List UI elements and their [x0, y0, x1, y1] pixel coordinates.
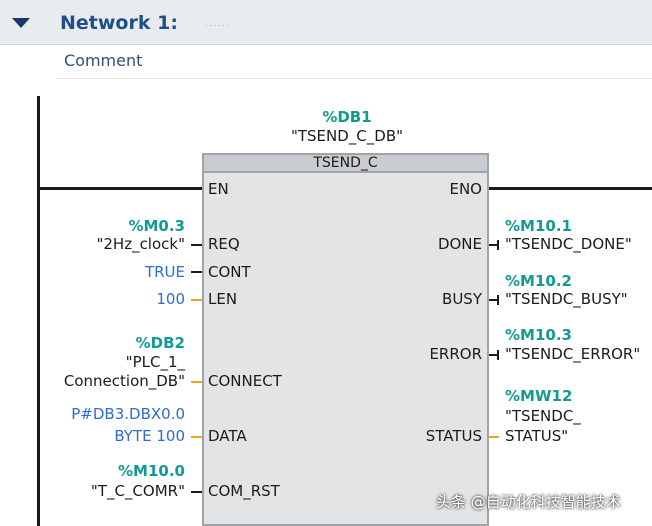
instance-db-address[interactable]: %DB1 — [322, 108, 372, 126]
pin-len[interactable]: LEN — [208, 290, 238, 308]
pin-connect[interactable]: CONNECT — [208, 372, 282, 390]
pin-busy[interactable]: BUSY — [442, 290, 482, 308]
pin-done[interactable]: DONE — [437, 235, 482, 253]
pin-cont[interactable]: CONT — [208, 263, 251, 281]
req-operand-name[interactable]: "2Hz_clock" — [96, 235, 185, 253]
pin-en[interactable]: EN — [208, 180, 229, 198]
len-connector — [191, 299, 202, 301]
com-rst-connector — [191, 491, 202, 493]
error-coil-tick — [497, 350, 499, 360]
done-coil-tick — [497, 240, 499, 250]
data-connector — [191, 436, 202, 438]
error-operand-name[interactable]: "TSENDC_ERROR" — [505, 345, 641, 363]
status-operand-name-line2[interactable]: STATUS" — [505, 427, 569, 445]
com-rst-operand-address[interactable]: %M10.0 — [118, 462, 185, 480]
instance-db-name[interactable]: "TSEND_C_DB" — [290, 127, 404, 145]
status-connector — [489, 436, 499, 438]
done-operand-address[interactable]: %M10.1 — [505, 217, 572, 235]
network-comment[interactable]: Comment — [64, 51, 143, 70]
tsend-c-block[interactable] — [202, 153, 489, 526]
busy-operand-address[interactable]: %M10.2 — [505, 272, 572, 290]
error-operand-address[interactable]: %M10.3 — [505, 326, 572, 344]
network-title[interactable]: Network 1: — [60, 12, 178, 34]
cont-connector — [191, 271, 202, 273]
connect-operand-address[interactable]: %DB2 — [135, 334, 185, 352]
pin-error[interactable]: ERROR — [429, 345, 482, 363]
eno-wire — [489, 187, 652, 190]
data-operand-line2[interactable]: BYTE 100 — [114, 427, 185, 445]
connect-connector — [191, 381, 202, 383]
pin-status[interactable]: STATUS — [425, 427, 482, 445]
status-operand-address[interactable]: %MW12 — [505, 387, 573, 405]
done-connector — [489, 244, 499, 246]
data-operand-line1[interactable]: P#DB3.DBX0.0 — [71, 405, 185, 423]
req-connector — [191, 244, 202, 246]
en-wire — [37, 187, 202, 190]
power-rail — [37, 96, 40, 526]
busy-coil-tick — [497, 295, 499, 305]
done-operand-name[interactable]: "TSENDC_DONE" — [505, 235, 632, 253]
error-connector — [489, 354, 499, 356]
network-header — [0, 0, 652, 45]
req-operand-address[interactable]: %M0.3 — [128, 217, 185, 235]
cont-operand[interactable]: TRUE — [144, 263, 185, 281]
connect-operand-name-line1[interactable]: "PLC_1_ — [125, 353, 185, 371]
len-operand[interactable]: 100 — [156, 290, 185, 308]
watermark-text: 头条 @自动化科技智能技术 — [436, 493, 621, 511]
block-header — [202, 153, 489, 173]
pin-eno[interactable]: ENO — [449, 180, 482, 198]
busy-operand-name[interactable]: "TSENDC_BUSY" — [505, 290, 628, 308]
network-title-placeholder[interactable]: ...... — [205, 18, 231, 29]
connect-operand-name-line2[interactable]: Connection_DB" — [63, 372, 185, 390]
collapse-triangle-icon[interactable] — [12, 18, 30, 28]
busy-connector — [489, 299, 499, 301]
pin-req[interactable]: REQ — [208, 235, 240, 253]
comment-bar[interactable] — [56, 46, 652, 79]
com-rst-operand-name[interactable]: "T_C_COMR" — [90, 482, 185, 500]
status-operand-name-line1[interactable]: "TSENDC_ — [505, 407, 581, 425]
pin-com-rst[interactable]: COM_RST — [208, 482, 280, 500]
pin-data[interactable]: DATA — [208, 427, 247, 445]
block-type: TSEND_C — [313, 155, 378, 171]
